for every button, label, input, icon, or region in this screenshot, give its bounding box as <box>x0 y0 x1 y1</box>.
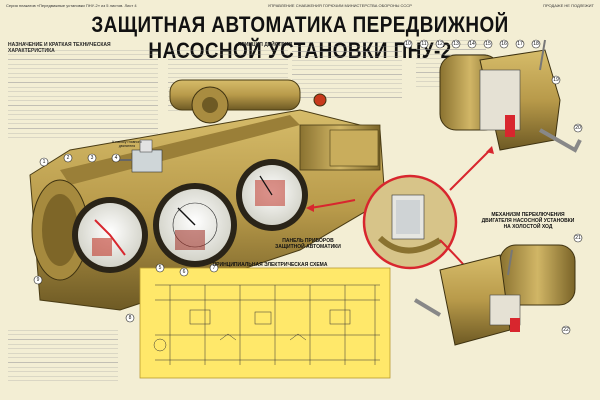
svg-text:21: 21 <box>575 235 581 241</box>
svg-text:12: 12 <box>437 41 443 47</box>
callout-12: 12 <box>435 39 445 49</box>
magnified-detail <box>362 174 458 270</box>
switch-assembly <box>118 139 163 173</box>
callout-11: 11 <box>419 39 429 49</box>
callout-17: 17 <box>515 39 525 49</box>
gauge-2 <box>153 183 237 267</box>
svg-text:17: 17 <box>517 41 523 47</box>
small-callout-label: К насосу главного двигателя <box>112 140 142 148</box>
callout-7: 7 <box>209 263 219 273</box>
svg-text:3: 3 <box>91 155 94 161</box>
svg-text:22: 22 <box>563 327 569 333</box>
svg-text:15: 15 <box>485 41 491 47</box>
svg-text:13: 13 <box>453 41 459 47</box>
principle-heading: ПРИНЦИП ДЕЙСТВИЯ <box>237 42 293 48</box>
svg-text:14: 14 <box>469 41 475 47</box>
indicator-lamp <box>313 93 327 107</box>
callout-20: 20 <box>573 123 583 133</box>
top-pipe <box>169 79 301 111</box>
mechanism-top <box>439 39 582 153</box>
svg-text:18: 18 <box>533 41 539 47</box>
svg-text:7: 7 <box>213 265 216 271</box>
pointer-arrow-2 <box>449 149 491 191</box>
characteristics-text <box>8 50 158 138</box>
principle-text-right <box>292 42 402 102</box>
svg-text:9: 9 <box>37 277 40 283</box>
callout-3: 3 <box>87 153 97 163</box>
callout-4: 4 <box>111 153 121 163</box>
svg-text:20: 20 <box>575 125 581 131</box>
callout-19: 19 <box>551 75 561 85</box>
svg-text:6: 6 <box>183 269 186 275</box>
callout-10: 10 <box>403 39 413 49</box>
svg-text:11: 11 <box>421 41 426 47</box>
gauge-3 <box>236 159 308 231</box>
callout-18: 18 <box>531 39 541 49</box>
svg-text:2: 2 <box>67 155 70 161</box>
callout-22: 22 <box>561 325 571 335</box>
callout-6: 6 <box>179 267 189 277</box>
svg-text:1: 1 <box>43 159 46 165</box>
callout-8: 8 <box>125 313 135 323</box>
svg-text:16: 16 <box>501 41 507 47</box>
schematic-label: ПРИНЦИПИАЛЬНАЯ ЭЛЕКТРИЧЕСКАЯ СХЕМА <box>212 262 328 268</box>
header-right: ПРОДАЖЕ НЕ ПОДЛЕЖИТ <box>543 3 594 8</box>
header-left: Серия плакатов «Передвижные установки ПН… <box>6 3 137 8</box>
electrical-schematic <box>139 267 391 379</box>
svg-text:19: 19 <box>553 77 559 83</box>
callout-2: 2 <box>63 153 73 163</box>
callout-21: 21 <box>573 233 583 243</box>
svg-text:8: 8 <box>129 315 132 321</box>
mechanism-bottom <box>413 244 576 346</box>
callout-15: 15 <box>483 39 493 49</box>
callout-markers: 1 2 3 4 5 6 7 8 9 10 11 12 13 14 15 16 1… <box>33 39 583 335</box>
callout-13: 13 <box>451 39 461 49</box>
panel-label: ПАНЕЛЬ ПРИБОРОВ ЗАЩИТНОЙ АВТОМАТИКИ <box>275 238 341 250</box>
parts-legend <box>8 330 118 385</box>
mechanism-label: МЕХАНИЗМ ПЕРЕКЛЮЧЕНИЯ ДВИГАТЕЛЯ НАСОСНОЙ… <box>481 212 575 230</box>
gauge-1 <box>72 197 148 273</box>
header-center: УПРАВЛЕНИЕ СНАБЖЕНИЯ ГОРЮЧИМ МИНИСТЕРСТВ… <box>267 3 412 8</box>
callout-1: 1 <box>39 157 49 167</box>
svg-text:10: 10 <box>405 41 411 47</box>
callout-5: 5 <box>155 263 165 273</box>
callout-9: 9 <box>33 275 43 285</box>
header-strip: Серия плакатов «Передвижные установки ПН… <box>6 3 594 11</box>
svg-text:5: 5 <box>159 265 162 271</box>
callout-16: 16 <box>499 39 509 49</box>
callout-14: 14 <box>467 39 477 49</box>
svg-text:4: 4 <box>115 155 118 161</box>
